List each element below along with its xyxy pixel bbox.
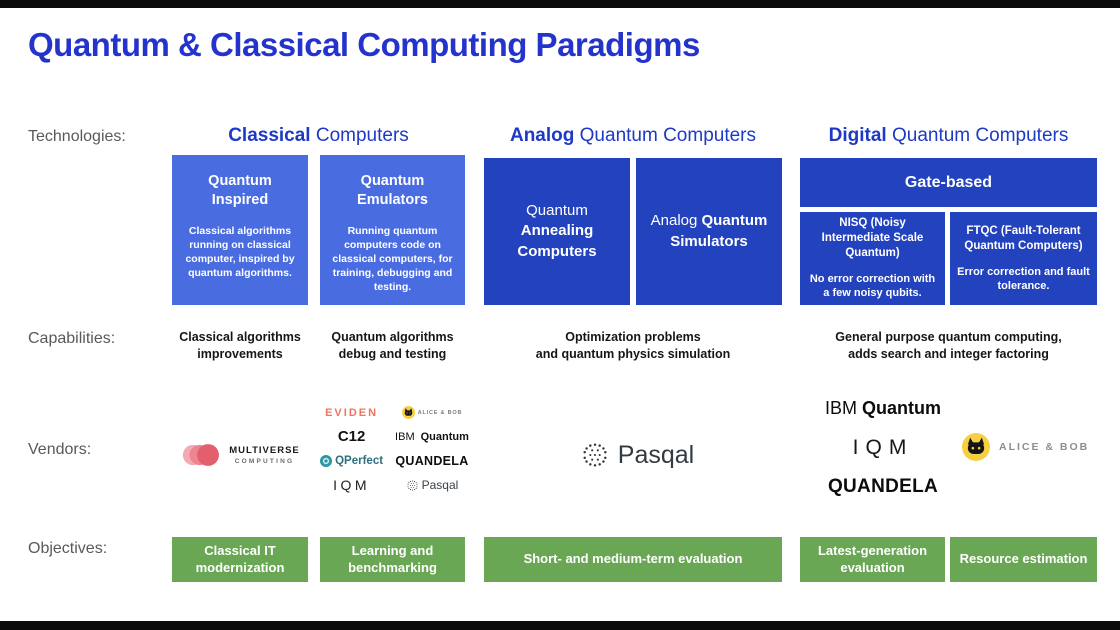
box-nisq: NISQ (Noisy Intermediate Scale Quantum) … — [800, 212, 945, 305]
vendor-quandela-large: QUANDELA — [827, 476, 939, 497]
ibm-large-prefix: IBM — [824, 398, 857, 418]
header-analog-bold: Analog — [509, 125, 575, 146]
pasqal-dots-icon — [580, 440, 610, 470]
box-ftqc-title: FTQC (Fault-Tolerant Quantum Computers) — [956, 224, 1091, 254]
pasqal-large-label: Pasqal — [617, 440, 695, 469]
box-ftqc-body: Error correction and fault tolerance. — [957, 265, 1090, 292]
box-quantum-emulators: Quantum Emulators Running quantum comput… — [320, 155, 465, 305]
vendor-c12: C12 — [337, 428, 366, 445]
ibm-small-prefix: IBM — [395, 430, 415, 443]
capability-analog: Optimization problems and quantum physic… — [535, 330, 731, 361]
column-header-digital: Digital Quantum Computers — [800, 125, 1097, 147]
box-analog-simulators: Analog Quantum Simulators — [636, 158, 782, 305]
vendor-alice-bob-large: ALICE & BOB — [962, 432, 1092, 462]
header-analog-rest: Quantum Computers — [574, 125, 757, 146]
ftqc-abbr: FTQC — [966, 224, 998, 237]
objective-latest-generation: Latest-generation evaluation — [800, 537, 945, 582]
multiverse-subname: COMPUTING — [234, 458, 295, 465]
simulators-title-bold: Quantum Simulators — [670, 212, 768, 250]
simulators-title-normal: Analog — [650, 212, 702, 230]
header-classical-bold: Classical — [228, 125, 311, 146]
box-quantum-emulators-body: Running quantum computers code on classi… — [332, 224, 453, 294]
vendor-qperfect: QPerfect — [320, 455, 383, 467]
column-header-analog: Analog Quantum Computers — [484, 125, 782, 147]
objective-resource-estimation: Resource estimation — [950, 537, 1097, 582]
ibm-small-suffix: Quantum — [420, 430, 469, 443]
nisq-name: (Noisy Intermediate Scale Quantum) — [821, 217, 924, 260]
box-nisq-title: NISQ (Noisy Intermediate Scale Quantum) — [806, 216, 939, 261]
qperfect-label: QPerfect — [335, 455, 384, 467]
vendor-grid-emulators: EVIDEN ALICE & BOB C12 IBM Quantum QPerfe… — [320, 406, 469, 493]
objective-classical-it-modernization: Classical IT modernization — [172, 537, 308, 582]
capability-digital: General purpose quantum computing, adds … — [835, 330, 1062, 361]
box-analog-simulators-title: Analog Quantum Simulators — [636, 211, 782, 252]
nisq-abbr: NISQ — [839, 217, 868, 230]
vendor-multiverse-computing: MULTIVERSE COMPUTING — [176, 432, 306, 478]
bottom-black-bar — [0, 621, 1120, 630]
capability-classical-emulators: Quantum algorithms debug and testing — [331, 330, 454, 361]
vendor-alice-bob-small: ALICE & BOB — [395, 406, 469, 419]
vendor-ibm-quantum-small: IBM Quantum — [395, 431, 469, 443]
multiverse-circles-icon — [182, 440, 224, 470]
row-label-technologies: Technologies: — [28, 128, 126, 145]
box-nisq-body: No error correction with a few noisy qub… — [809, 273, 936, 300]
vendor-pasqal-small: Pasqal — [395, 478, 469, 492]
alice-bob-cat-icon — [962, 433, 990, 461]
box-quantum-inspired: Quantum Inspired Classical algorithms ru… — [172, 155, 308, 305]
page-title: Quantum & Classical Computing Paradigms — [28, 26, 700, 63]
ibm-large-suffix: Quantum — [862, 398, 941, 418]
header-classical-rest: Computers — [310, 125, 409, 146]
vendor-iqm-large: IQM — [852, 436, 914, 459]
box-quantum-inspired-body: Classical algorithms running on classica… — [185, 224, 295, 280]
pasqal-small-label: Pasqal — [421, 478, 459, 492]
box-ftqc: FTQC (Fault-Tolerant Quantum Computers) … — [950, 212, 1097, 305]
ftqc-name: (Fault-Tolerant Quantum Computers) — [964, 224, 1083, 252]
top-black-bar — [0, 0, 1120, 8]
box-gate-based-title: Gate-based — [904, 173, 993, 191]
annealing-title-normal: Quantum — [526, 202, 588, 220]
box-gate-based: Gate-based — [800, 158, 1097, 207]
row-label-capabilities: Capabilities: — [28, 330, 116, 347]
alice-bob-cat-icon — [401, 406, 415, 419]
objective-learning-benchmarking: Learning and benchmarking — [320, 537, 465, 582]
header-digital-bold: Digital — [828, 125, 887, 146]
row-label-vendors: Vendors: — [28, 441, 92, 458]
vendor-quandela-small: QUANDELA — [395, 454, 469, 468]
vendor-iqm-small: IQM — [333, 477, 371, 493]
alice-bob-small-label: ALICE & BOB — [417, 409, 463, 416]
multiverse-wordmark: MULTIVERSE COMPUTING — [229, 445, 300, 465]
header-digital-rest: Quantum Computers — [886, 125, 1069, 146]
row-label-objectives: Objectives: — [28, 540, 108, 557]
vendor-eviden: EVIDEN — [325, 406, 379, 419]
column-header-classical: Classical Computers — [172, 125, 465, 147]
box-quantum-emulators-title: Quantum Emulators — [357, 173, 428, 208]
vendor-pasqal-large: Pasqal — [572, 431, 702, 479]
qperfect-globe-icon — [320, 455, 333, 467]
capability-classical-inspired: Classical algorithms improvements — [179, 330, 301, 361]
annealing-title-bold: Annealing Computers — [517, 222, 597, 260]
alice-bob-large-label: ALICE & BOB — [999, 441, 1090, 453]
box-quantum-inspired-title: Quantum Inspired — [208, 173, 272, 208]
pasqal-dots-icon — [406, 479, 419, 492]
multiverse-name: MULTIVERSE — [229, 445, 300, 456]
objective-short-medium-term: Short- and medium-term evaluation — [484, 537, 782, 582]
